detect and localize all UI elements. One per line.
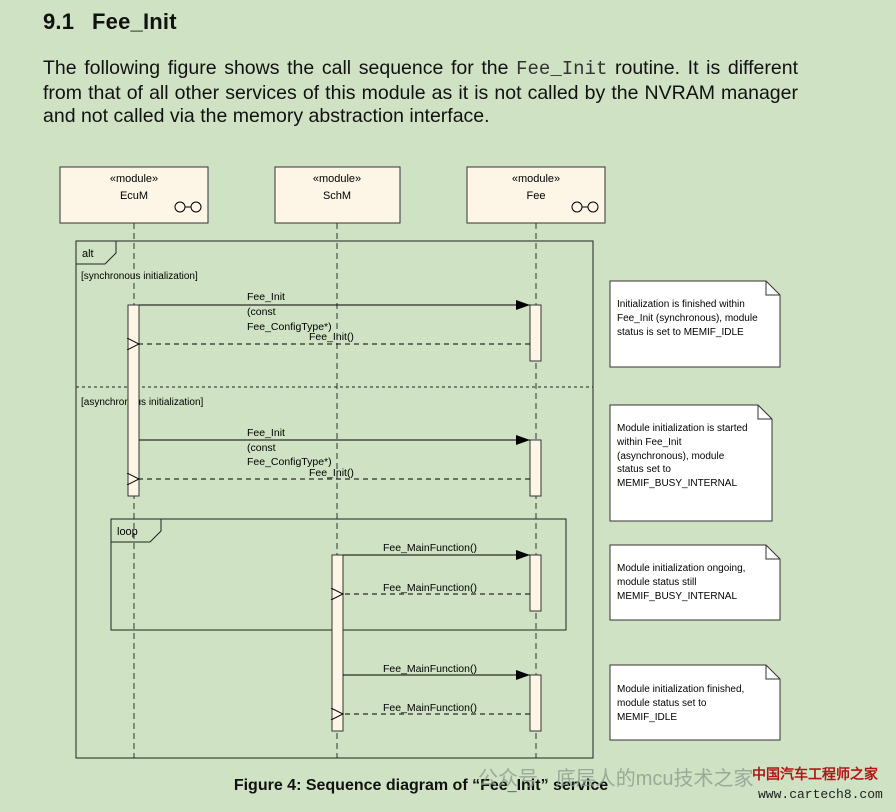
- watermark-channel: 公众号 · 底层人的mcu技术之家: [478, 768, 754, 790]
- section-heading: 9.1 Fee_Init: [43, 9, 177, 35]
- sync-return-label: Fee_Init(): [309, 331, 354, 343]
- lifeline-schm: «module» SchM: [274, 166, 401, 224]
- figure-caption: Figure 4: Sequence diagram of “Fee_Init”…: [233, 777, 609, 794]
- ecum-name: EcuM: [120, 190, 148, 202]
- fee-name: Fee: [527, 190, 546, 202]
- fee-activation-loop: [529, 554, 542, 612]
- fee-stereotype: «module»: [512, 173, 560, 185]
- ecum-activation: [127, 304, 140, 497]
- section-number: 9.1: [43, 9, 75, 34]
- note-sync-text: Initialization is finished within Fee_In…: [617, 299, 760, 338]
- sync-call-label: Fee_Init (const Fee_ConfigType*): [247, 291, 332, 333]
- intro-paragraph: The following figure shows the call sequ…: [43, 57, 798, 129]
- fee-activation-final: [529, 674, 542, 732]
- note-async: Module initialization is started within …: [609, 404, 773, 522]
- note-sync: Initialization is finished within Fee_In…: [609, 280, 781, 368]
- final-return-label: Fee_MainFunction(): [383, 702, 477, 714]
- intro-code: Fee_Init: [516, 58, 608, 80]
- alt-fragment: alt [synchronous initialization] [asynch…: [75, 240, 594, 759]
- note-final-text: Module initialization finished, module s…: [617, 684, 747, 723]
- component-icon: [174, 201, 202, 213]
- async-return-label: Fee_Init(): [309, 467, 354, 479]
- schm-stereotype: «module»: [313, 173, 361, 185]
- loop-call-label: Fee_MainFunction(): [383, 542, 477, 554]
- watermark-site: www.cartech8.com: [758, 787, 883, 802]
- async-call-label: Fee_Init (const Fee_ConfigType*): [247, 427, 332, 468]
- fee-activation-sync: [529, 304, 542, 362]
- watermark-brand: 中国汽车工程师之家: [752, 766, 878, 782]
- note-loop-text: Module initialization ongoing, module st…: [617, 563, 748, 602]
- note-async-text: Module initialization is started within …: [616, 423, 750, 489]
- schm-activation: [331, 554, 344, 732]
- ecum-stereotype: «module»: [110, 173, 158, 185]
- lifeline-ecum: «module» EcuM: [59, 166, 209, 224]
- loop-label: loop: [117, 526, 138, 538]
- final-call-label: Fee_MainFunction(): [383, 663, 477, 675]
- alt-label: alt: [82, 248, 94, 260]
- guard-async: [asynchronous initialization]: [81, 397, 204, 408]
- schm-name: SchM: [323, 190, 351, 202]
- intro-text-before: The following figure shows the call sequ…: [43, 57, 517, 79]
- note-loop: Module initialization ongoing, module st…: [609, 544, 781, 621]
- component-icon: [571, 201, 599, 213]
- section-title: Fee_Init: [92, 9, 177, 34]
- lifeline-fee: «module» Fee: [466, 166, 606, 224]
- loop-return-label: Fee_MainFunction(): [383, 582, 477, 594]
- fee-activation-async: [529, 439, 542, 497]
- guard-sync: [synchronous initialization]: [81, 271, 198, 282]
- note-final: Module initialization finished, module s…: [609, 664, 781, 741]
- intro-text-after: routine. It is different from that of al…: [43, 57, 798, 127]
